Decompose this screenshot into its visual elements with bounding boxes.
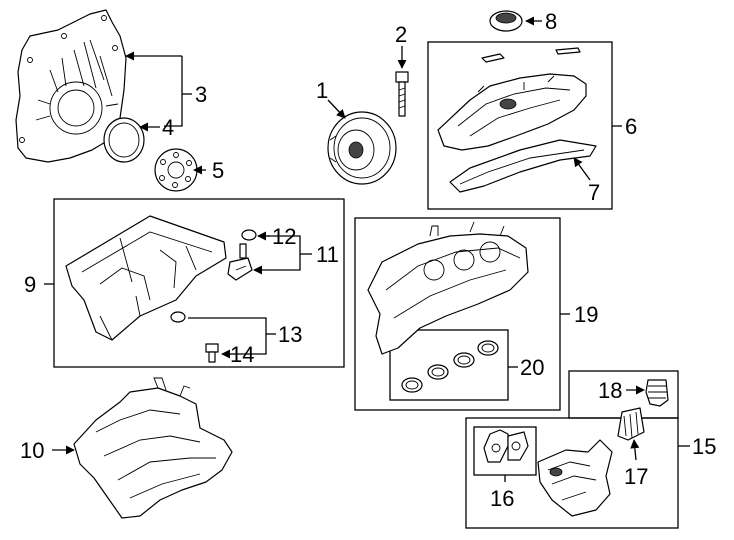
drain-plug-washer-part — [170, 311, 186, 323]
intake-manifold-part — [367, 221, 529, 355]
callout-4: 4 — [162, 115, 174, 140]
callout-15: 15 — [692, 434, 716, 459]
oil-filter-element-part — [617, 407, 645, 441]
valve-cover-part — [437, 47, 587, 151]
drain-plug-part — [205, 343, 219, 363]
callout-3: 3 — [195, 82, 207, 107]
sensor-o-ring-part — [241, 229, 257, 241]
oil-filler-cap-part — [489, 10, 523, 32]
callout-2: 2 — [395, 22, 407, 47]
callout-8: 8 — [545, 9, 557, 34]
oil-level-sensor-part — [227, 243, 253, 281]
callout-19: 19 — [574, 302, 598, 327]
valve-cover-gasket-part — [449, 139, 597, 193]
gasket-subgroup-box — [389, 329, 509, 401]
callout-6: 6 — [625, 114, 637, 139]
callout-13: 13 — [278, 322, 302, 347]
callout-7: 7 — [588, 180, 600, 205]
callout-12: 12 — [272, 224, 296, 249]
callout-5: 5 — [212, 158, 224, 183]
leader-lines — [44, 16, 690, 482]
pulley-bolt-part — [395, 71, 409, 117]
callout-11: 11 — [316, 242, 339, 267]
callout-17: 17 — [624, 464, 648, 489]
callout-14: 14 — [230, 342, 254, 367]
callout-20: 20 — [520, 355, 544, 380]
flex-plate-part — [154, 148, 198, 192]
oil-filter-housing-part — [537, 439, 613, 517]
timing-cover-part — [15, 9, 127, 163]
intake-gaskets-part — [401, 340, 499, 393]
callout-18: 18 — [598, 378, 622, 403]
filter-housing-seal-part — [483, 429, 529, 463]
lower-block-part — [73, 377, 233, 519]
oil-pan-group-box — [53, 198, 345, 368]
callout-10: 10 — [20, 438, 44, 463]
crankshaft-pulley-part — [327, 111, 397, 185]
callout-16: 16 — [490, 486, 514, 511]
front-seal-part — [103, 117, 145, 163]
oil-filter-cap-part — [645, 379, 669, 407]
callout-labels: 1 2 3 4 5 6 7 8 9 10 11 12 13 14 15 16 1… — [20, 9, 716, 511]
callout-9: 9 — [24, 272, 36, 297]
callout-1: 1 — [316, 78, 328, 103]
oil-pan-part — [65, 215, 227, 341]
